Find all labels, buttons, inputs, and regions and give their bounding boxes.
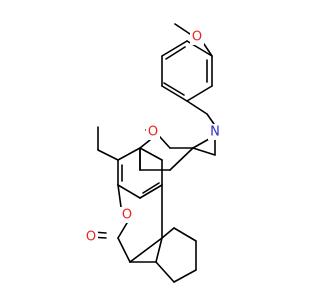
bond-10: [165, 46, 186, 60]
bond-9: [163, 82, 185, 96]
bond-45: [173, 227, 197, 242]
structure-canvas: O O N O O: [84, 23, 222, 283]
methoxy-oxygen-label: O: [192, 30, 202, 45]
bond-32: [97, 149, 119, 161]
bond-34: [117, 184, 122, 208]
lactone-ring-oxygen-label: O: [122, 208, 132, 223]
bond-3: [186, 85, 213, 102]
bond-42: [155, 261, 175, 283]
bond-12: [206, 113, 215, 125]
bond-21: [192, 147, 216, 156]
bond-43: [173, 269, 197, 283]
bond-26: [139, 184, 163, 199]
molecule-diagram: O O N O O: [84, 23, 222, 283]
bond-layer: [90, 23, 216, 283]
bond-0: [174, 23, 191, 35]
bond-13: [192, 138, 210, 149]
oxazine-oxygen-label: O: [148, 125, 158, 140]
bond-46: [161, 227, 175, 239]
bond-15: [159, 136, 171, 149]
bond-47: [129, 237, 163, 263]
methoxy-oxygen: O: [190, 29, 204, 45]
carbonyl-oxygen-label: O: [86, 230, 96, 245]
bond-36: [117, 237, 131, 263]
bond-16: [139, 139, 151, 149]
bond-28: [139, 147, 163, 161]
bond-19: [169, 147, 194, 171]
oxazine-nitrogen: N: [208, 124, 222, 140]
bond-30: [142, 182, 160, 194]
bond-1: [203, 43, 213, 57]
bond-25: [117, 184, 141, 199]
carbonyl-oxygen: O: [84, 229, 98, 245]
bond-4: [161, 85, 188, 102]
lactone-ring-oxygen: O: [120, 207, 134, 223]
oxazine-oxygen: O: [146, 124, 160, 140]
bond-6: [161, 40, 188, 57]
bond-11: [186, 100, 208, 115]
bond-35: [117, 222, 128, 239]
oxazine-nitrogen-label: N: [210, 125, 220, 140]
bond-23: [117, 147, 141, 161]
atom-label-layer: O O N O O: [84, 29, 222, 245]
bond-38: [155, 237, 163, 263]
